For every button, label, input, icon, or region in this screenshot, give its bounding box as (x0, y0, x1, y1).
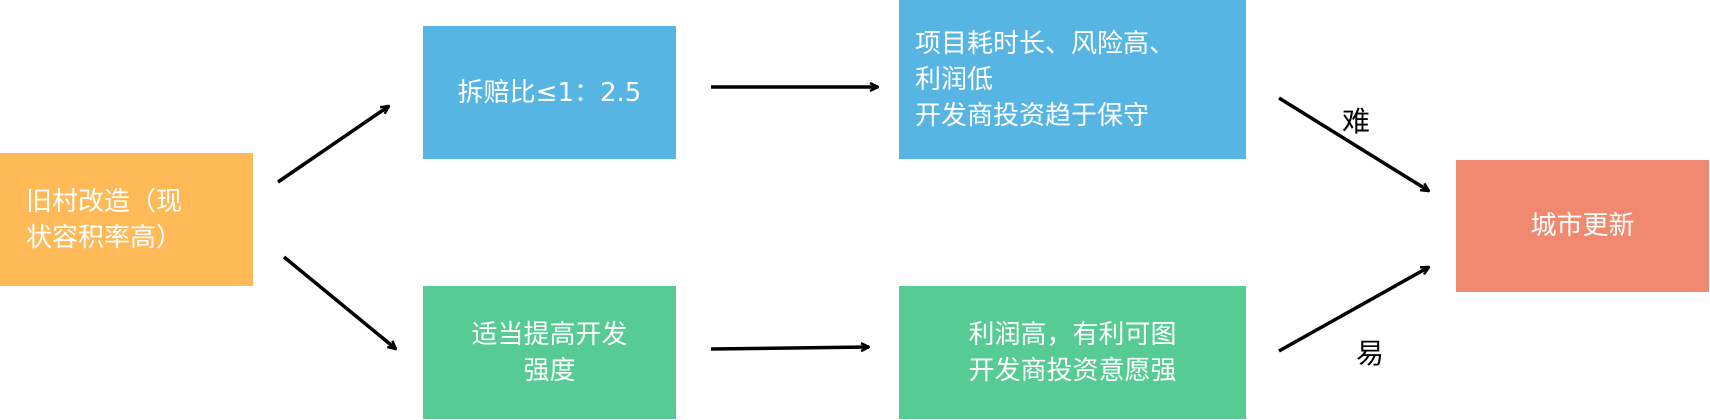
edge-label-easy: 易 (1356, 337, 1385, 370)
node-label: 拆赔比≤1：2.5 (457, 77, 642, 108)
arrow-start-to-upper (277, 106, 389, 184)
node-old-village-renovation: 旧村改造（现 状容积率高） (0, 153, 253, 286)
node-label: 利润高，有利可图 开发商投资意愿强 (968, 319, 1177, 386)
node-high-risk-low-profit: 项目耗时长、风险高、 利润低 开发商投资趋于保守 (899, 0, 1246, 159)
node-urban-renewal: 城市更新 (1456, 160, 1709, 292)
edge-label-hard: 难 (1342, 105, 1371, 138)
arrow-lower-mid-to-right (710, 347, 869, 349)
node-label: 适当提高开发 强度 (471, 319, 628, 386)
node-high-profit: 利润高，有利可图 开发商投资意愿强 (899, 286, 1246, 419)
node-label: 城市更新 (1530, 211, 1635, 241)
node-compensation-ratio: 拆赔比≤1：2.5 (423, 26, 676, 159)
arrow-start-to-lower (282, 255, 396, 349)
arrow-lower-to-end (1278, 265, 1429, 353)
arrow-upper-to-end (1278, 96, 1429, 193)
node-increase-density: 适当提高开发 强度 (423, 286, 676, 419)
node-label: 项目耗时长、风险高、 利润低 开发商投资趋于保守 (915, 28, 1176, 131)
node-label: 旧村改造（现 状容积率高） (26, 186, 183, 253)
